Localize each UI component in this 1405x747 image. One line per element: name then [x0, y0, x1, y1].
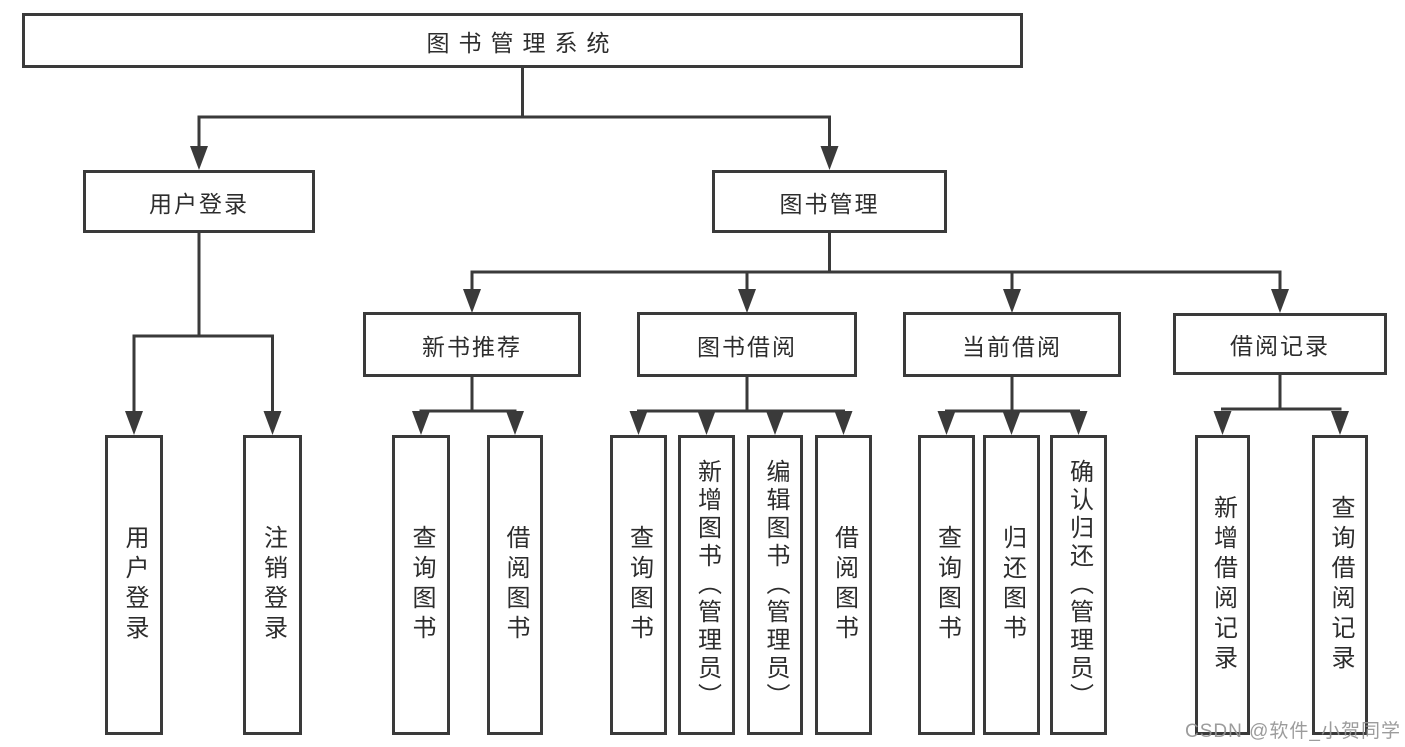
node-book-management: 图书管理 [712, 170, 947, 233]
leaf-user-login: 用户登录 [105, 435, 163, 735]
leaf-query-books-recommend: 查询图书 [392, 435, 450, 735]
leaf-add-borrow-record: 新增借阅记录 [1195, 435, 1250, 735]
leaf-query-borrow-record: 查询借阅记录 [1312, 435, 1368, 735]
arrowheads [125, 146, 1349, 435]
csdn-watermark: CSDN @软件_小贺同学 [1185, 721, 1401, 742]
node-book-borrowing: 图书借阅 [637, 312, 857, 377]
leaf-borrow-books-borrowing: 借阅图书 [815, 435, 872, 735]
leaf-query-books-current: 查询图书 [918, 435, 975, 735]
node-library-system: 图书管理系统 [22, 13, 1023, 68]
leaf-return-books: 归还图书 [983, 435, 1040, 735]
leaf-borrow-books-recommend: 借阅图书 [487, 435, 543, 735]
node-user-login: 用户登录 [83, 170, 315, 233]
leaf-confirm-return-admin: 确认归还（管理员） [1050, 435, 1107, 735]
node-new-book-recommend: 新书推荐 [363, 312, 581, 377]
leaf-query-books-borrowing: 查询图书 [610, 435, 667, 735]
leaf-add-book-admin: 新增图书（管理员） [678, 435, 735, 735]
leaf-edit-book-admin: 编辑图书（管理员） [747, 435, 803, 735]
leaf-logout: 注销登录 [243, 435, 302, 735]
node-borrowing-records: 借阅记录 [1173, 313, 1387, 375]
node-current-borrowing: 当前借阅 [903, 312, 1121, 377]
